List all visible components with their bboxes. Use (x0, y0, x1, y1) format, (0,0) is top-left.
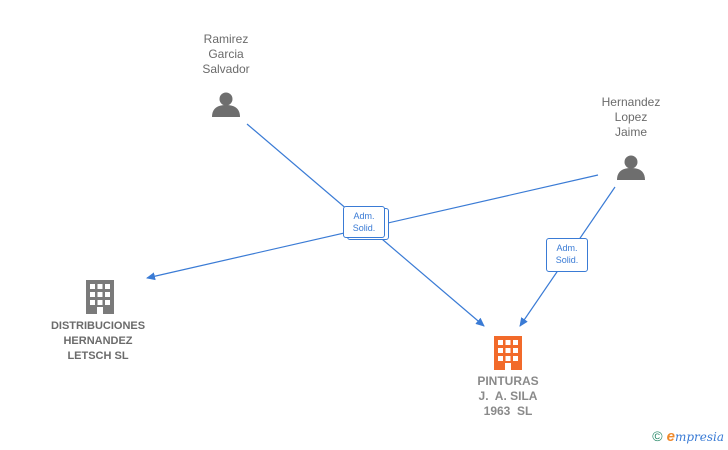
edge-badge-adm-solid[interactable]: Adm. Solid. (546, 238, 588, 272)
label-line: LETSCH SL (67, 350, 129, 362)
badge-line: Adm. (353, 211, 375, 221)
label-line: HERNANDEZ (63, 335, 133, 347)
edge-badge-adm-solid[interactable]: Adm. Solid. (343, 206, 385, 238)
label-line: J. A. SILA (478, 389, 538, 403)
label-line: Garcia (208, 47, 244, 61)
brand-initial: e (666, 428, 675, 445)
company-label-distribuciones[interactable]: DISTRIBUCIONES HERNANDEZ LETSCH SL (38, 319, 158, 364)
label-line: Lopez (614, 110, 648, 124)
label-line: 1963 SL (483, 404, 533, 418)
company-label-pinturas[interactable]: PINTURAS J. A. SILA 1963 SL (456, 374, 560, 419)
brand-name: mpresia (674, 430, 724, 444)
building-icon[interactable] (86, 280, 114, 314)
person-label-ramirez[interactable]: Ramirez Garcia Salvador (186, 32, 266, 77)
building-icon[interactable] (494, 336, 522, 370)
badge-line: Adm. (556, 243, 578, 253)
badge-line: Solid. (352, 223, 376, 233)
label-line: Jaime (614, 125, 647, 139)
empresia-watermark: ©empresia (652, 428, 724, 445)
label-line: DISTRIBUCIONES (50, 320, 146, 332)
person-label-hernandez[interactable]: Hernandez Lopez Jaime (588, 95, 674, 140)
label-line: Salvador (202, 62, 250, 76)
label-line: PINTURAS (477, 374, 539, 388)
person-icon[interactable] (212, 92, 240, 118)
copyright-icon: © (652, 428, 663, 444)
person-icon[interactable] (617, 155, 645, 181)
label-line: Ramirez (203, 32, 249, 46)
badge-line: Solid. (555, 255, 579, 265)
label-line: Hernandez (601, 95, 661, 109)
